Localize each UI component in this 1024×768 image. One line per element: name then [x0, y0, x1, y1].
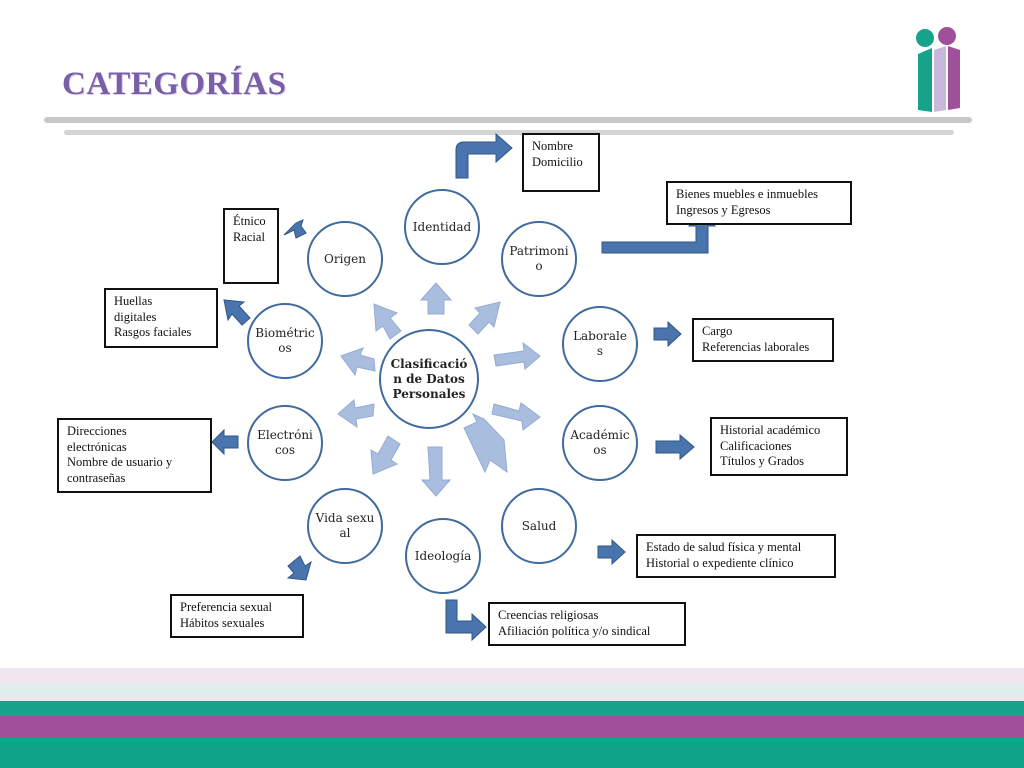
outer-arrow-electronicos: [211, 428, 239, 456]
category-salud: Salud: [501, 488, 577, 564]
category-ideologia: Ideología: [405, 518, 481, 594]
detail-box-identidad: Nombre Domicilio: [522, 133, 600, 192]
category-origen: Origen: [307, 221, 383, 297]
footer-band-lilac: [0, 668, 1024, 684]
category-biometricos: Biométricos: [247, 303, 323, 379]
detail-text-electronicos: Direcciones electrónicas Nombre de usuar…: [67, 424, 173, 485]
inner-arrow-identidad: [419, 282, 453, 315]
inner-arrow-ideologia: [420, 446, 452, 497]
center-node: Clasificación de Datos Personales: [379, 329, 479, 429]
detail-box-ideologia: Creencias religiosas Afiliación política…: [488, 602, 686, 646]
detail-box-patrimonio: Bienes muebles e inmuebles Ingresos y Eg…: [666, 181, 852, 225]
detail-text-vida-sexual: Preferencia sexual Hábitos sexuales: [180, 600, 272, 630]
brand-logo: [916, 27, 960, 112]
inner-arrow-origen: [373, 303, 402, 340]
outer-arrow-laborales: [653, 320, 682, 348]
category-electronicos: Electrónicos: [247, 405, 323, 481]
outer-arrow-vida-sexual: [286, 555, 312, 581]
outer-arrow-ideologia: [445, 599, 487, 642]
outer-arrow-salud: [597, 538, 626, 566]
category-identidad: Identidad: [404, 189, 480, 265]
inner-arrow-laborales: [493, 341, 541, 370]
detail-box-electronicos: Direcciones electrónicas Nombre de usuar…: [57, 418, 212, 493]
detail-text-origen: Étnico Racial: [233, 214, 266, 244]
inner-arrow-electronicos: [337, 399, 375, 429]
detail-text-identidad: Nombre Domicilio: [532, 139, 583, 169]
outer-arrow-biometricos: [223, 299, 251, 326]
detail-text-ideologia: Creencias religiosas Afiliación política…: [498, 608, 651, 638]
inner-arrow-patrimonio: [468, 301, 501, 335]
footer-band-teal-bottom: [0, 737, 1024, 768]
title-divider-secondary: [64, 130, 954, 135]
detail-box-laborales: Cargo Referencias laborales: [692, 318, 834, 362]
footer-band-mint: [0, 684, 1024, 701]
footer-band-teal: [0, 701, 1024, 716]
detail-text-biometricos: Huellas digitales Rasgos faciales: [114, 294, 192, 339]
detail-box-origen: Étnico Racial: [223, 208, 279, 284]
detail-box-academicos: Historial académico Calificaciones Títul…: [710, 417, 848, 476]
title-divider: [44, 117, 972, 123]
detail-box-vida-sexual: Preferencia sexual Hábitos sexuales: [170, 594, 304, 638]
inner-arrow-salud: [463, 412, 508, 474]
inner-arrow-biometricos: [340, 347, 376, 377]
category-laborales: Laborales: [562, 306, 638, 382]
detail-text-laborales: Cargo Referencias laborales: [702, 324, 810, 354]
footer-band-magenta: [0, 716, 1024, 737]
page-title: CATEGORÍAS: [62, 66, 287, 102]
outer-arrow-identidad: [455, 132, 513, 179]
detail-text-academicos: Historial académico Calificaciones Títul…: [720, 423, 821, 468]
category-academicos: Académicos: [562, 405, 638, 481]
inner-arrow-vida-sexual: [370, 435, 401, 475]
inner-arrow-academicos: [491, 402, 541, 431]
detail-text-salud: Estado de salud física y mental Historia…: [646, 540, 802, 570]
detail-box-biometricos: Huellas digitales Rasgos faciales: [104, 288, 218, 348]
category-vida-sexual: Vida sexual: [307, 488, 383, 564]
category-patrimonio: Patrimonio: [501, 221, 577, 297]
outer-arrow-origen: [283, 219, 307, 239]
outer-arrow-academicos: [655, 433, 695, 461]
detail-text-patrimonio: Bienes muebles e inmuebles Ingresos y Eg…: [676, 187, 818, 217]
detail-box-salud: Estado de salud física y mental Historia…: [636, 534, 836, 578]
